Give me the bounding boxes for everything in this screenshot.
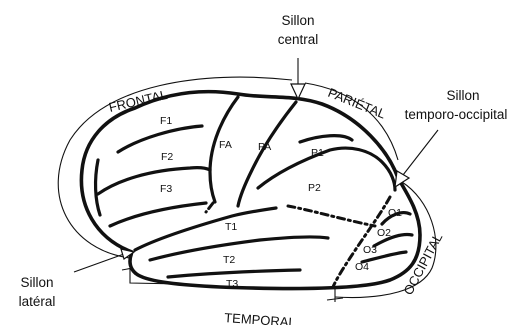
area-label-o3: O3 [363,244,377,256]
lateral-callout-line2: latéral [19,294,56,309]
area-label-o1: O1 [388,207,402,219]
central-callout-line1: Sillon [281,13,314,28]
lateral-callout-line [74,254,124,272]
area-label-p1: P1 [311,147,324,159]
area-label-pa: PA [258,141,271,153]
area-label-t1: T1 [225,221,237,233]
area-label-t3: T3 [226,278,238,290]
temporo-callout-line1: Sillon [446,88,479,103]
area-label-p2: P2 [308,182,321,194]
area-label-f2: F2 [161,151,173,163]
temporo-callout-line [403,130,438,175]
temporal-lobe-label: TEMPORAL [224,310,296,325]
area-label-f1: F1 [160,115,172,127]
area-label-o2: O2 [377,227,391,239]
lateral-callout-line1: Sillon [20,275,53,290]
temporo-callout-line2: temporo-occipital [405,107,508,122]
area-label-fa: FA [219,139,232,151]
central-callout-line2: central [278,32,319,47]
area-label-t2: T2 [223,254,235,266]
area-label-o4: O4 [355,261,369,273]
area-label-f3: F3 [160,183,172,195]
